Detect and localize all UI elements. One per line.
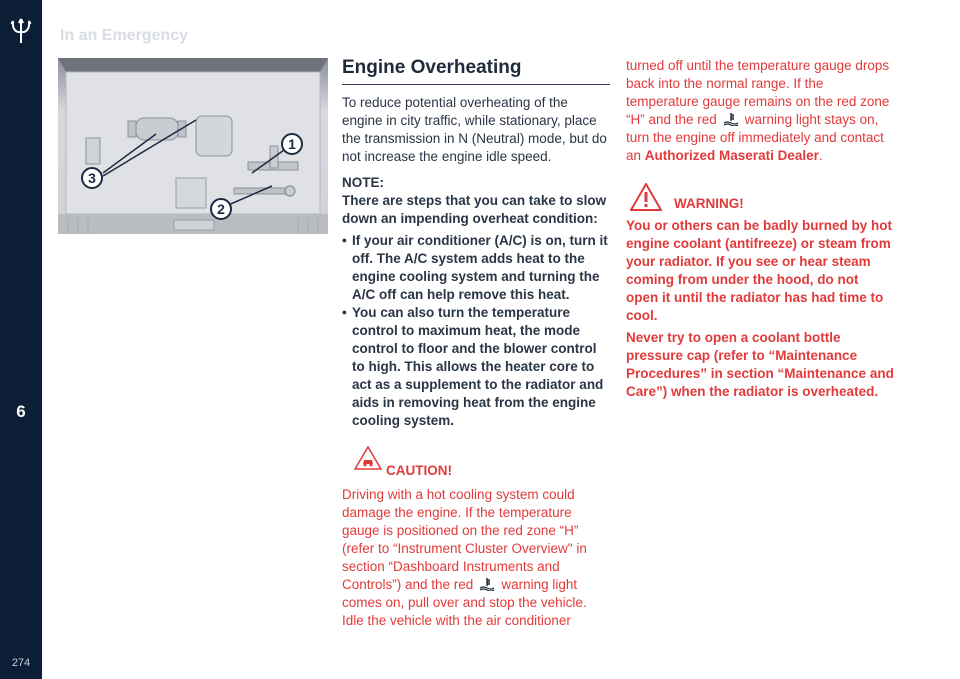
coolant-temperature-icon xyxy=(479,578,495,591)
main-column-2: turned off until the temperature gauge d… xyxy=(626,57,894,405)
caution-label: CAUTION! xyxy=(386,463,452,478)
maserati-trident-logo-icon xyxy=(10,18,32,43)
authorized-dealer: Authorized Maserati Dealer xyxy=(644,148,819,163)
warning-header: WARNING! xyxy=(626,183,894,217)
page-number: 274 xyxy=(11,657,31,669)
intro-paragraph: To reduce potential overheating of the e… xyxy=(342,95,607,164)
note-label: NOTE: xyxy=(342,175,384,190)
page-heading: Engine Overheating xyxy=(342,57,610,85)
list-item: •If your air conditioner (A/C) is on, tu… xyxy=(342,233,608,302)
list-item: •You can also turn the temperature contr… xyxy=(342,305,604,428)
main-column-1: Engine Overheating To reduce potential o… xyxy=(342,57,610,630)
sidebar: 6 274 xyxy=(0,0,42,679)
warning-paragraph-1: You or others can be badly burned by hot… xyxy=(626,218,893,323)
coolant-temperature-icon xyxy=(723,113,739,126)
warning-triangle-icon xyxy=(630,183,662,211)
caution-continued: turned off until the temperature gauge d… xyxy=(626,58,890,163)
caution-header: CAUTION! xyxy=(342,446,610,486)
callout-3: 3 xyxy=(88,170,96,186)
callout-2: 2 xyxy=(217,201,225,217)
caution-car-icon xyxy=(354,446,382,470)
section-title: In an Emergency xyxy=(60,27,189,44)
callout-1: 1 xyxy=(288,136,296,152)
chapter-number: 6 xyxy=(16,402,26,421)
bullet-list: •If your air conditioner (A/C) is on, tu… xyxy=(342,232,610,430)
caution-text: Driving with a hot cooling system could … xyxy=(342,487,587,628)
note-text: There are steps that you can take to slo… xyxy=(342,193,607,226)
warning-label: WARNING! xyxy=(674,196,744,211)
engine-compartment-illustration: 1 2 3 xyxy=(58,58,328,234)
warning-paragraph-2: Never try to open a coolant bottle press… xyxy=(626,330,894,399)
